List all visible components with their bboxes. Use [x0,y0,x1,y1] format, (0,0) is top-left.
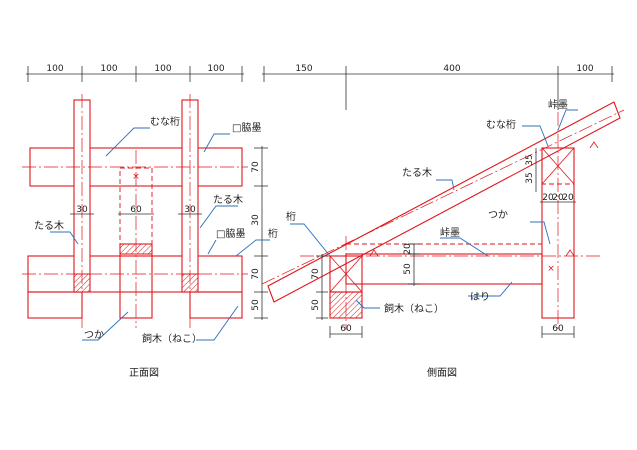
side-dim-50-mid: 50 [403,263,413,275]
side-label-taruki: たる木 [402,167,432,179]
front-dim-3: 100 [154,64,171,74]
side-label-mineboku-mid: 峠墨 [440,227,460,239]
front-label-taruki-left: たる木 [34,220,64,232]
side-dim-60-left: 60 [340,324,352,334]
side-taruki-rafter [267,101,621,303]
side-dim-20a: 20 [542,193,554,203]
side-dim-60-right: 60 [552,324,564,334]
front-label-keta: 桁 [268,227,278,240]
side-label-neko: 飼木（ねこ） [384,302,444,315]
front-right-dimension [254,146,268,320]
side-marks [369,141,599,257]
front-centerlines [22,94,248,330]
side-top-dimension [262,66,614,110]
front-neko-left [27,291,83,319]
side-dim-35b: 35 [525,172,535,183]
front-vdim-2: 30 [251,214,261,226]
side-view-title: 側面図 [427,366,457,379]
side-label-hari: はり [470,291,490,303]
side-label-tsuka: つか [488,209,508,221]
side-centerlines [261,109,625,330]
side-dim-3: 100 [576,64,593,74]
side-section-crosses [329,147,575,293]
side-center-mark: × [547,264,555,274]
front-dim-4: 100 [207,64,224,74]
side-label-keta: 桁 [286,210,296,223]
front-vdim-1: 70 [251,161,261,173]
front-dim-1: 100 [46,64,63,74]
side-dim-70: 70 [311,268,321,280]
side-hari-beam [345,253,543,285]
side-leaders [290,109,578,309]
side-dim-20b: 20 [552,193,564,203]
front-label-taruki-right: たる木 [213,194,243,206]
front-view: 100 100 100 100 [22,64,278,379]
front-inner-dim-3: 30 [184,205,196,215]
side-dim-20-mid: 20 [403,243,413,255]
side-dim-2: 400 [443,64,460,74]
front-inner-dim-2: 60 [130,205,142,215]
front-vdim-3: 70 [251,268,261,280]
side-dim-1: 150 [295,64,312,74]
front-neko-right [189,291,243,319]
side-dim-20c: 20 [562,193,574,203]
front-inner-dim-1: 30 [76,205,88,215]
front-dim-2: 100 [100,64,117,74]
side-hidden-lines [346,147,575,245]
front-label-munageta: むな桁 [150,115,180,128]
front-label-tsuka: つか [84,329,104,341]
front-label-neko: 飼木（ねこ） [142,332,202,345]
side-left-dimension [316,148,576,338]
front-top-dimension [26,66,244,82]
side-members [267,101,621,319]
side-view: 150 400 100 × [261,64,625,379]
front-view-title: 正面図 [129,367,159,379]
side-dim-50: 50 [311,299,321,311]
front-label-kawaki-top: □脇墨 [232,122,261,134]
side-label-mineboku-top: 峠墨 [548,99,568,111]
side-dim-35a: 35 [525,154,535,165]
front-leaders [50,127,270,341]
front-label-kawaki-mid: □脇墨 [216,228,245,240]
front-vdim-4: 50 [251,299,261,311]
side-label-munageta: むな桁 [486,118,516,131]
front-center-mark: × [132,172,140,182]
